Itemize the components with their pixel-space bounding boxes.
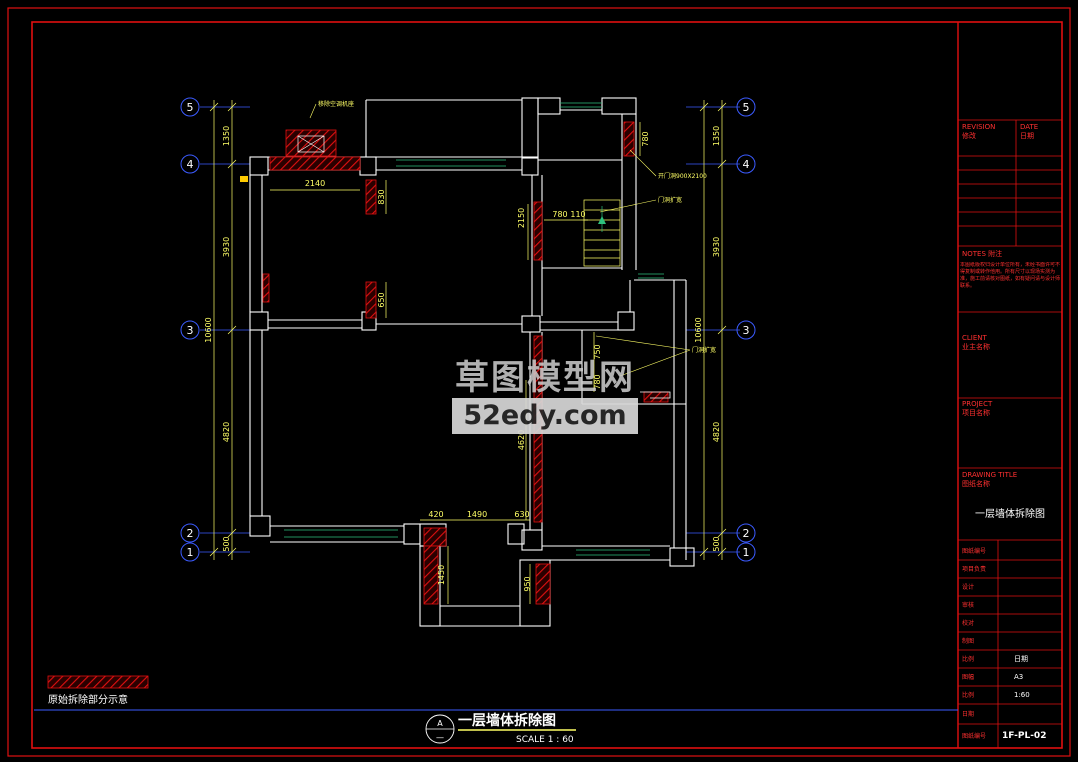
tb-drawing-title-cn: 图纸名称 [962, 479, 990, 488]
tb-notes-body: 本图纸版权归设计单位所有，未经书面许可不得复制或转作他用。所有尺寸以现场实测为准… [960, 262, 1060, 289]
tb-row-label: 项目负责 [962, 565, 986, 573]
svg-text:950: 950 [523, 576, 532, 591]
svg-text:1490: 1490 [467, 510, 487, 519]
axis-bubble-5-left: 5 [180, 97, 200, 117]
drawing-title-text: 一层墙体拆除图 [458, 712, 556, 729]
drawing-title: A — 一层墙体拆除图 SCALE 1 : 60 [425, 712, 576, 745]
tb-value-date: 日期 [1014, 655, 1028, 663]
title-block: REVISION 修改 DATE 日期 NOTES 附注 CLIENT 业主名称… [958, 119, 1062, 748]
svg-text:门洞扩宽: 门洞扩宽 [692, 346, 716, 354]
svg-text:1: 1 [187, 546, 194, 559]
svg-text:2: 2 [187, 527, 194, 540]
dimension-lines [209, 100, 727, 560]
axis-bubble-1-left: 1 [180, 542, 200, 562]
svg-text:830: 830 [377, 189, 386, 204]
svg-text:开门洞900X2100: 开门洞900X2100 [658, 172, 707, 180]
svg-text:630: 630 [514, 510, 529, 519]
svg-text:780: 780 [552, 210, 567, 219]
svg-text:1350: 1350 [712, 126, 721, 146]
windows [284, 102, 664, 556]
tb-sheet-number: 1F-PL-02 [1002, 731, 1046, 741]
svg-text:780: 780 [593, 374, 602, 389]
inner-dim-texts: 2140 830 650 2150 780 110 780 750 780 46… [305, 131, 650, 591]
tb-revision-cn: 修改 [962, 131, 976, 140]
svg-text:500: 500 [222, 536, 231, 551]
tb-value-scale: 1:60 [1014, 691, 1030, 699]
svg-text:10600: 10600 [204, 317, 213, 342]
legend-hatch-swatch [47, 675, 149, 689]
tb-date-cn: 日期 [1020, 132, 1034, 140]
axis-bubble-2-left: 2 [180, 523, 200, 543]
svg-text:500: 500 [712, 536, 721, 551]
svg-text:1: 1 [743, 546, 750, 559]
svg-text:4820: 4820 [222, 422, 231, 442]
tb-row-label: 图纸编号 [962, 732, 986, 740]
meter-box [240, 176, 248, 182]
axis-bubble-4-left: 4 [180, 154, 200, 174]
dimension-texts-vertical: 1350 3930 10600 4820 500 1350 3930 10600… [204, 126, 721, 552]
axis-lines [200, 106, 740, 553]
tb-client: CLIENT [962, 334, 988, 342]
svg-text:5: 5 [743, 101, 750, 114]
ac-platform [297, 135, 325, 153]
sheet-frame [7, 7, 1071, 757]
svg-text:2: 2 [743, 527, 750, 540]
tb-row-label: 图幅 [962, 673, 974, 681]
axis-bubble-2-right: 2 [736, 523, 756, 543]
svg-text:750: 750 [593, 344, 602, 359]
legend: 原始拆除部分示意 [47, 675, 149, 706]
title-bubble-top: A [437, 719, 443, 728]
axis-bubble-5-right: 5 [736, 97, 756, 117]
annotations: 移除空调机座 开门洞900X2100 门洞扩宽 门洞扩宽 [318, 100, 716, 354]
svg-text:1350: 1350 [222, 126, 231, 146]
leaders [309, 103, 691, 377]
svg-text:420: 420 [428, 510, 443, 519]
svg-text:110: 110 [570, 210, 585, 219]
svg-text:3930: 3930 [712, 237, 721, 257]
tb-row-label: 设计 [962, 583, 974, 591]
watermark-text: 草图模型网 [455, 358, 635, 398]
svg-text:4820: 4820 [712, 422, 721, 442]
staircase [583, 199, 621, 267]
axis-bubble-3-left: 3 [180, 320, 200, 340]
tb-revision: REVISION [962, 123, 995, 131]
drawing-scale: SCALE 1 : 60 [516, 735, 574, 745]
tb-date: DATE [1020, 123, 1038, 131]
svg-text:3930: 3930 [222, 237, 231, 257]
axis-bubble-1-right: 1 [736, 542, 756, 562]
svg-text:2140: 2140 [305, 179, 325, 188]
svg-text:5: 5 [187, 101, 194, 114]
tb-row-label: 比例 [962, 655, 974, 663]
svg-text:4: 4 [187, 158, 194, 171]
legend-label: 原始拆除部分示意 [48, 693, 128, 706]
svg-text:3: 3 [187, 324, 194, 337]
axis-bubble-3-right: 3 [736, 320, 756, 340]
tb-drawing-title: DRAWING TITLE [962, 471, 1017, 479]
tb-value-size: A3 [1014, 673, 1023, 681]
axis-bubble-4-right: 4 [736, 154, 756, 174]
title-bubble-bottom: — [436, 733, 444, 742]
watermark-url: 52edy.com [452, 398, 638, 434]
svg-text:门洞扩宽: 门洞扩宽 [658, 196, 682, 204]
svg-text:650: 650 [377, 292, 386, 307]
tb-project-cn: 项目名称 [962, 408, 990, 417]
tb-row-label: 日期 [962, 710, 974, 718]
svg-text:2150: 2150 [517, 208, 526, 228]
tb-row-label: 比例 [962, 691, 974, 699]
tb-notes: NOTES 附注 [962, 249, 1002, 258]
svg-text:780: 780 [641, 131, 650, 146]
svg-text:移除空调机座: 移除空调机座 [318, 100, 354, 108]
tb-client-cn: 业主名称 [962, 342, 990, 351]
tb-row-label: 审核 [962, 601, 974, 609]
svg-text:4620: 4620 [517, 430, 526, 450]
tb-row-label: 制图 [962, 637, 974, 645]
tb-drawing-name: 一层墙体拆除图 [975, 507, 1045, 520]
tb-row-label: 校对 [962, 619, 974, 627]
svg-text:10600: 10600 [694, 317, 703, 342]
svg-text:1450: 1450 [437, 565, 446, 585]
tb-row-label: 图纸编号 [962, 547, 986, 555]
svg-text:4: 4 [743, 158, 750, 171]
svg-text:3: 3 [743, 324, 750, 337]
tb-project: PROJECT [962, 400, 993, 408]
